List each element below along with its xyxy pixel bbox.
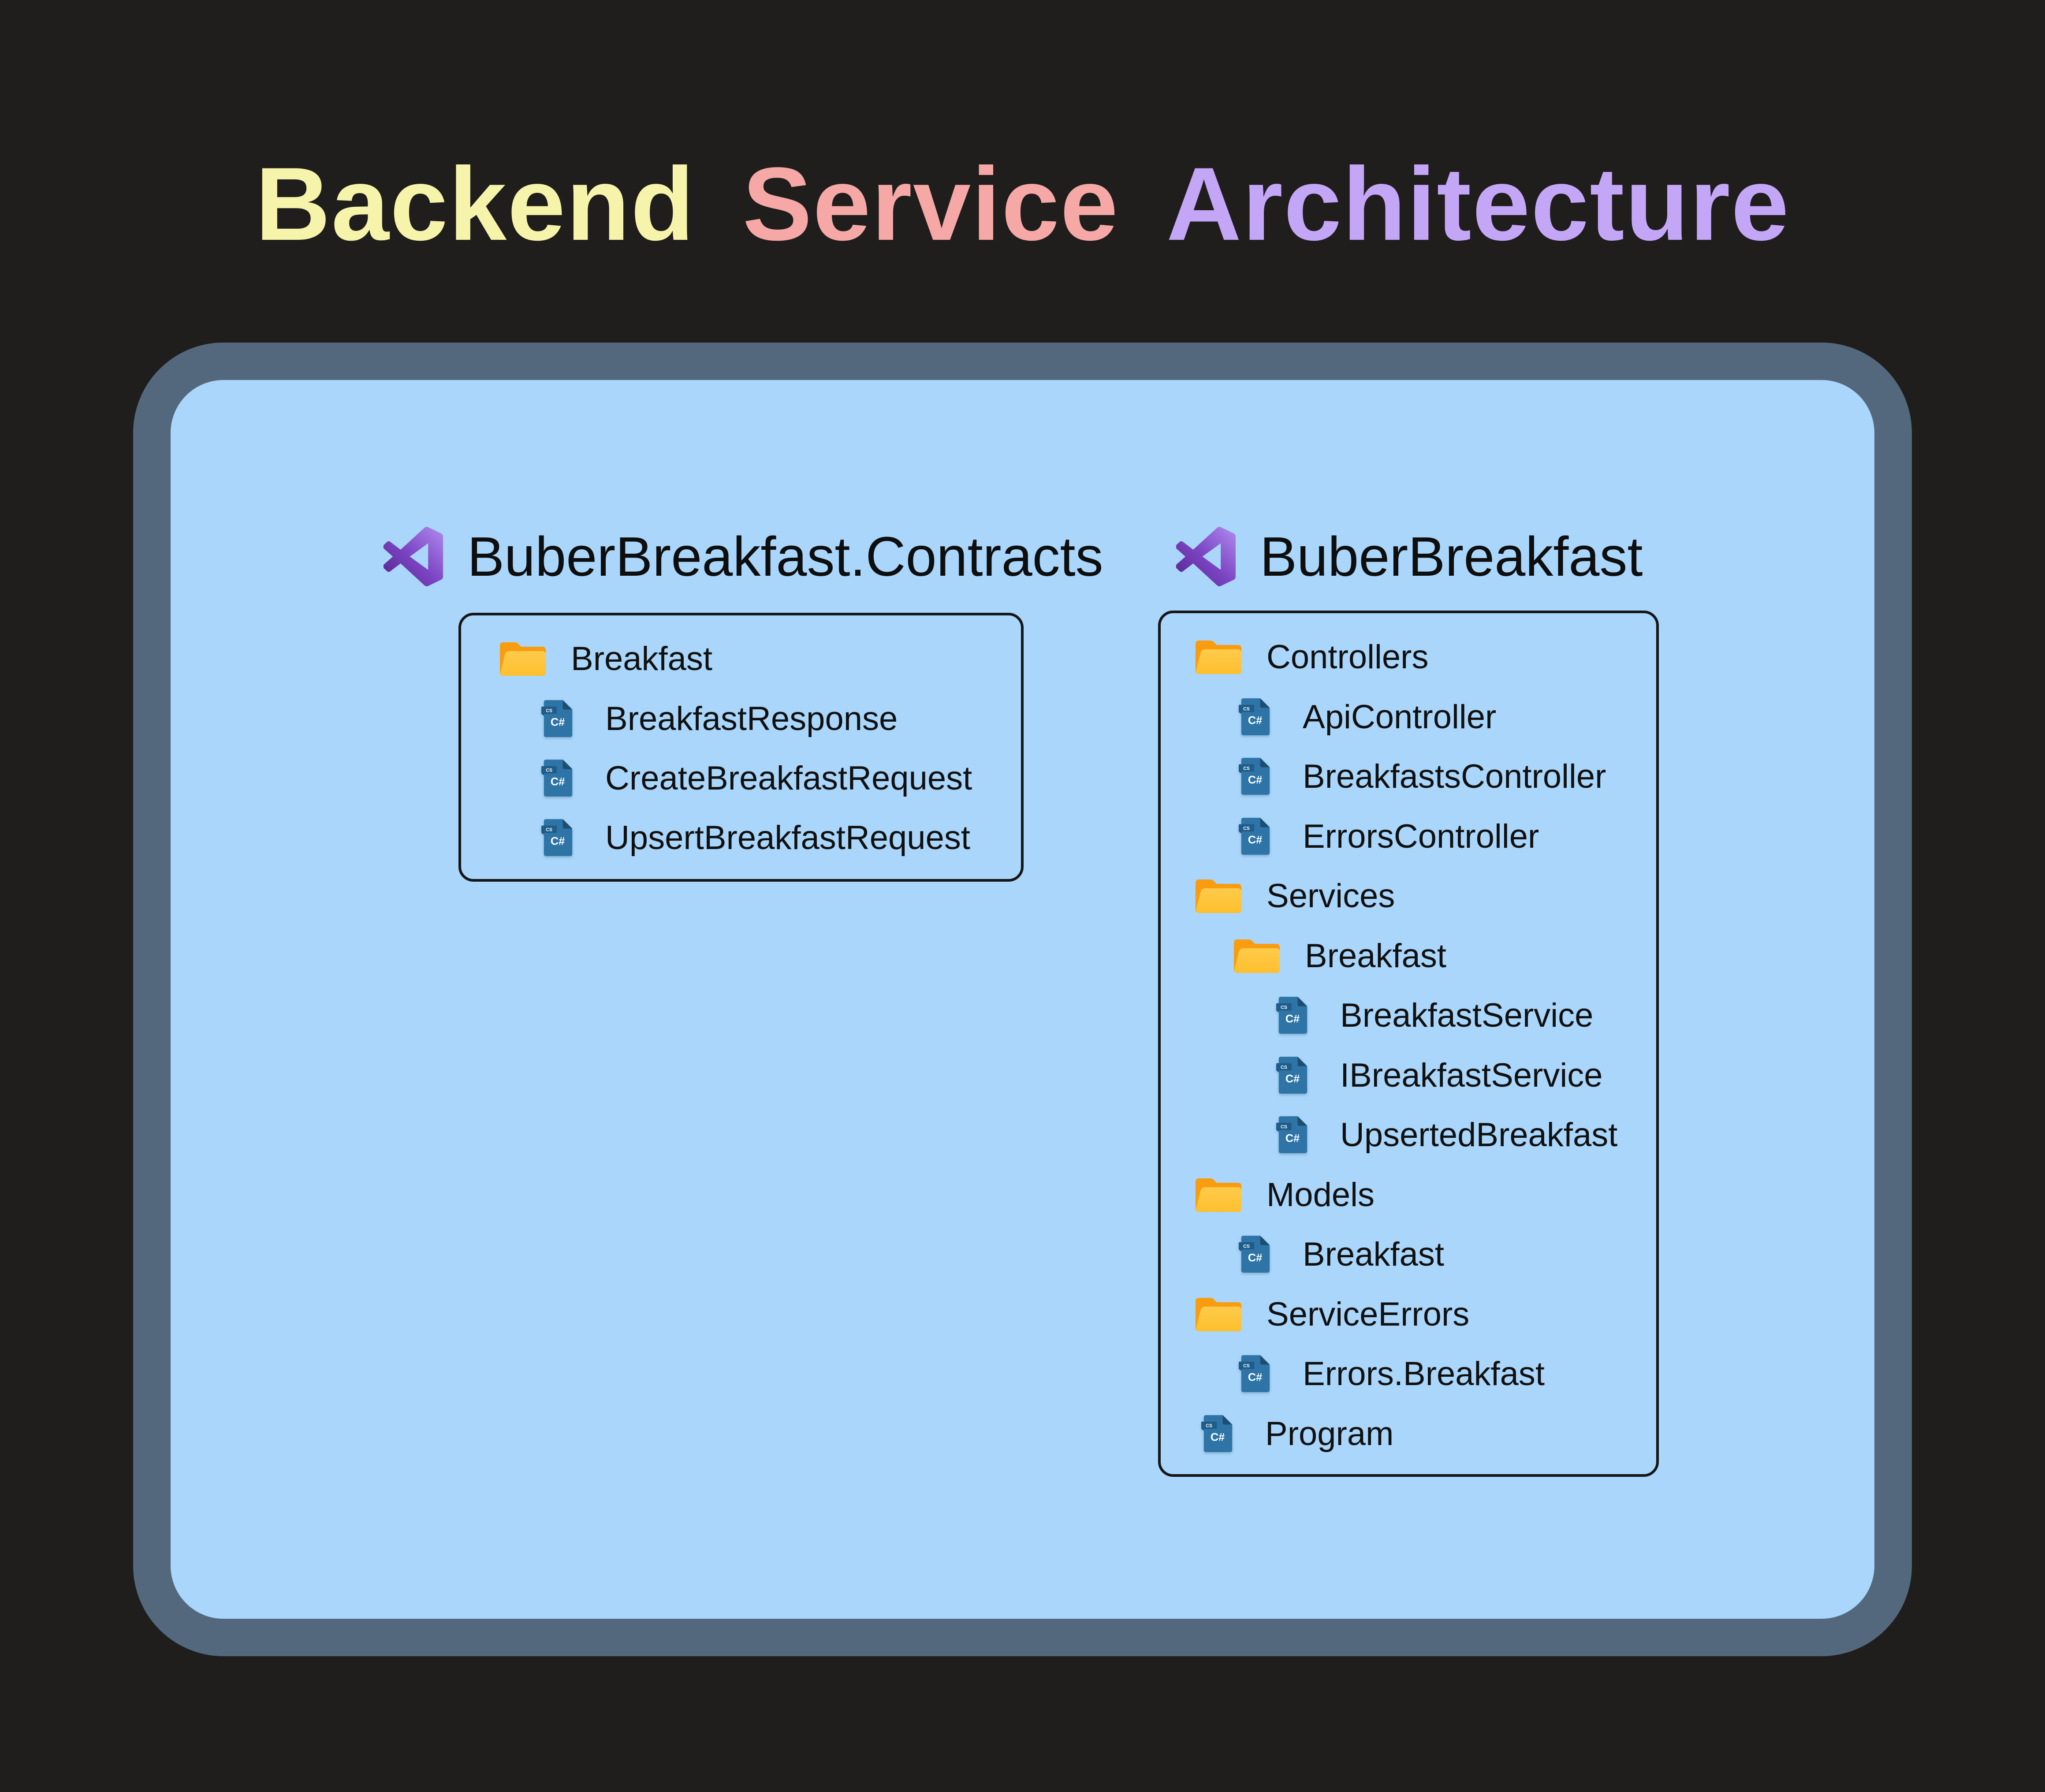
title-word-backend: Backend [255,146,695,262]
svg-text:C#: C# [1248,834,1262,846]
tree-item-label: Breakfast [1303,1235,1445,1273]
csharp-file-icon: CS C# [1276,1114,1310,1155]
svg-text:C#: C# [551,776,565,788]
folder-icon [1194,877,1243,915]
tree-item-label: ErrorsController [1303,817,1539,855]
tree-item: CS C# UpsertBreakfastRequest [541,816,970,860]
tree-item: ServiceErrors [1194,1292,1469,1336]
tree-item: CS C# IBreakfastService [1276,1053,1603,1097]
tree-item-label: CreateBreakfastRequest [605,759,972,797]
csharp-file-icon: CS C# [1239,756,1272,797]
tree-item-label: IBreakfastService [1340,1056,1603,1094]
svg-text:CS: CS [1243,766,1250,771]
svg-text:C#: C# [1248,774,1262,786]
csharp-file-icon: CS C# [541,817,575,858]
csharp-file-icon: CS C# [541,698,575,739]
folder-icon [1194,1176,1243,1214]
tree-item: CS C# BreakfastsController [1239,754,1606,798]
svg-text:CS: CS [1281,1065,1287,1070]
folder-icon [498,640,548,678]
svg-text:C#: C# [1285,1013,1300,1025]
svg-text:CS: CS [1281,1124,1287,1129]
tree-item-label: Breakfast [571,640,713,678]
project-name: BuberBreakfast [1260,525,1643,588]
svg-text:C#: C# [1248,1371,1262,1384]
csharp-file-icon: CS C# [1239,696,1272,738]
csharp-file-icon: CS C# [1239,816,1272,857]
tree-item-label: BreakfastResponse [605,700,898,738]
visual-studio-icon [384,527,443,586]
tree-item: Breakfast [498,637,712,681]
tree-item: CS C# UpsertedBreakfast [1276,1113,1617,1157]
tree-box-contracts [458,613,1024,882]
tree-item-label: Models [1266,1176,1375,1214]
tree-item: Controllers [1194,635,1428,679]
svg-text:CS: CS [546,827,552,832]
svg-text:CS: CS [546,767,552,773]
project-heading-contracts: BuberBreakfast.Contracts [384,525,1103,589]
tree-item: Services [1194,874,1395,918]
csharp-file-icon: CS C# [1276,995,1310,1036]
folder-icon [1194,1295,1243,1333]
svg-text:CS: CS [1243,1363,1250,1368]
csharp-file-icon: CS C# [1239,1353,1272,1394]
svg-text:CS: CS [1243,826,1250,831]
tree-item: Models [1194,1173,1375,1217]
tree-item: CS C# Breakfast [1239,1232,1444,1276]
svg-text:C#: C# [1248,715,1262,727]
csharp-file-icon: CS C# [1239,1233,1272,1275]
tree-item-label: Program [1265,1415,1394,1453]
tree-item-label: Controllers [1266,638,1429,676]
diagram-panel [133,343,1912,1656]
tree-item-label: Services [1266,877,1395,915]
project-heading-buberbreakfast: BuberBreakfast [1176,525,1643,589]
svg-text:CS: CS [546,708,552,713]
title-word-service: Service [742,146,1119,262]
folder-icon [1232,937,1281,975]
tree-item-label: ApiController [1303,698,1497,736]
folder-icon [1194,638,1243,676]
tree-item-label: BreakfastService [1340,996,1594,1034]
csharp-file-icon: CS C# [1276,1054,1310,1096]
tree-item-label: ServiceErrors [1266,1295,1470,1333]
csharp-file-icon: CS C# [541,757,575,799]
svg-text:C#: C# [551,716,565,729]
tree-item: CS C# ErrorsController [1239,814,1539,858]
svg-text:C#: C# [1285,1133,1300,1145]
tree-item: CS C# BreakfastService [1276,993,1593,1037]
svg-text:C#: C# [1285,1073,1300,1085]
svg-text:C#: C# [551,835,565,848]
svg-text:CS: CS [1281,1005,1287,1010]
svg-text:C#: C# [1211,1431,1225,1444]
tree-item: Breakfast [1232,934,1446,978]
tree-item: CS C# CreateBreakfastRequest [541,756,972,800]
title-word-architecture: Architecture [1166,146,1790,262]
page-title: Backend Service Architecture [0,145,2045,264]
tree-item-label: UpsertBreakfastRequest [605,819,970,857]
csharp-file-icon: CS C# [1201,1413,1235,1454]
tree-item: CS C# ApiController [1239,695,1496,739]
tree-item-label: UpsertedBreakfast [1340,1116,1618,1154]
visual-studio-icon [1176,527,1236,586]
tree-item-label: Breakfast [1305,937,1447,975]
tree-item-label: BreakfastsController [1303,757,1606,795]
tree-item: CS C# Errors.Breakfast [1239,1352,1545,1396]
tree-box-buberbreakfast [1158,611,1659,1477]
svg-text:C#: C# [1248,1252,1262,1264]
svg-text:CS: CS [1243,706,1250,712]
tree-item-label: Errors.Breakfast [1303,1355,1545,1393]
project-name: BuberBreakfast.Contracts [467,525,1103,588]
svg-text:CS: CS [1206,1423,1212,1428]
tree-item: CS C# BreakfastResponse [541,697,898,741]
tree-item: CS C# Program [1201,1412,1393,1456]
svg-text:CS: CS [1243,1244,1250,1249]
